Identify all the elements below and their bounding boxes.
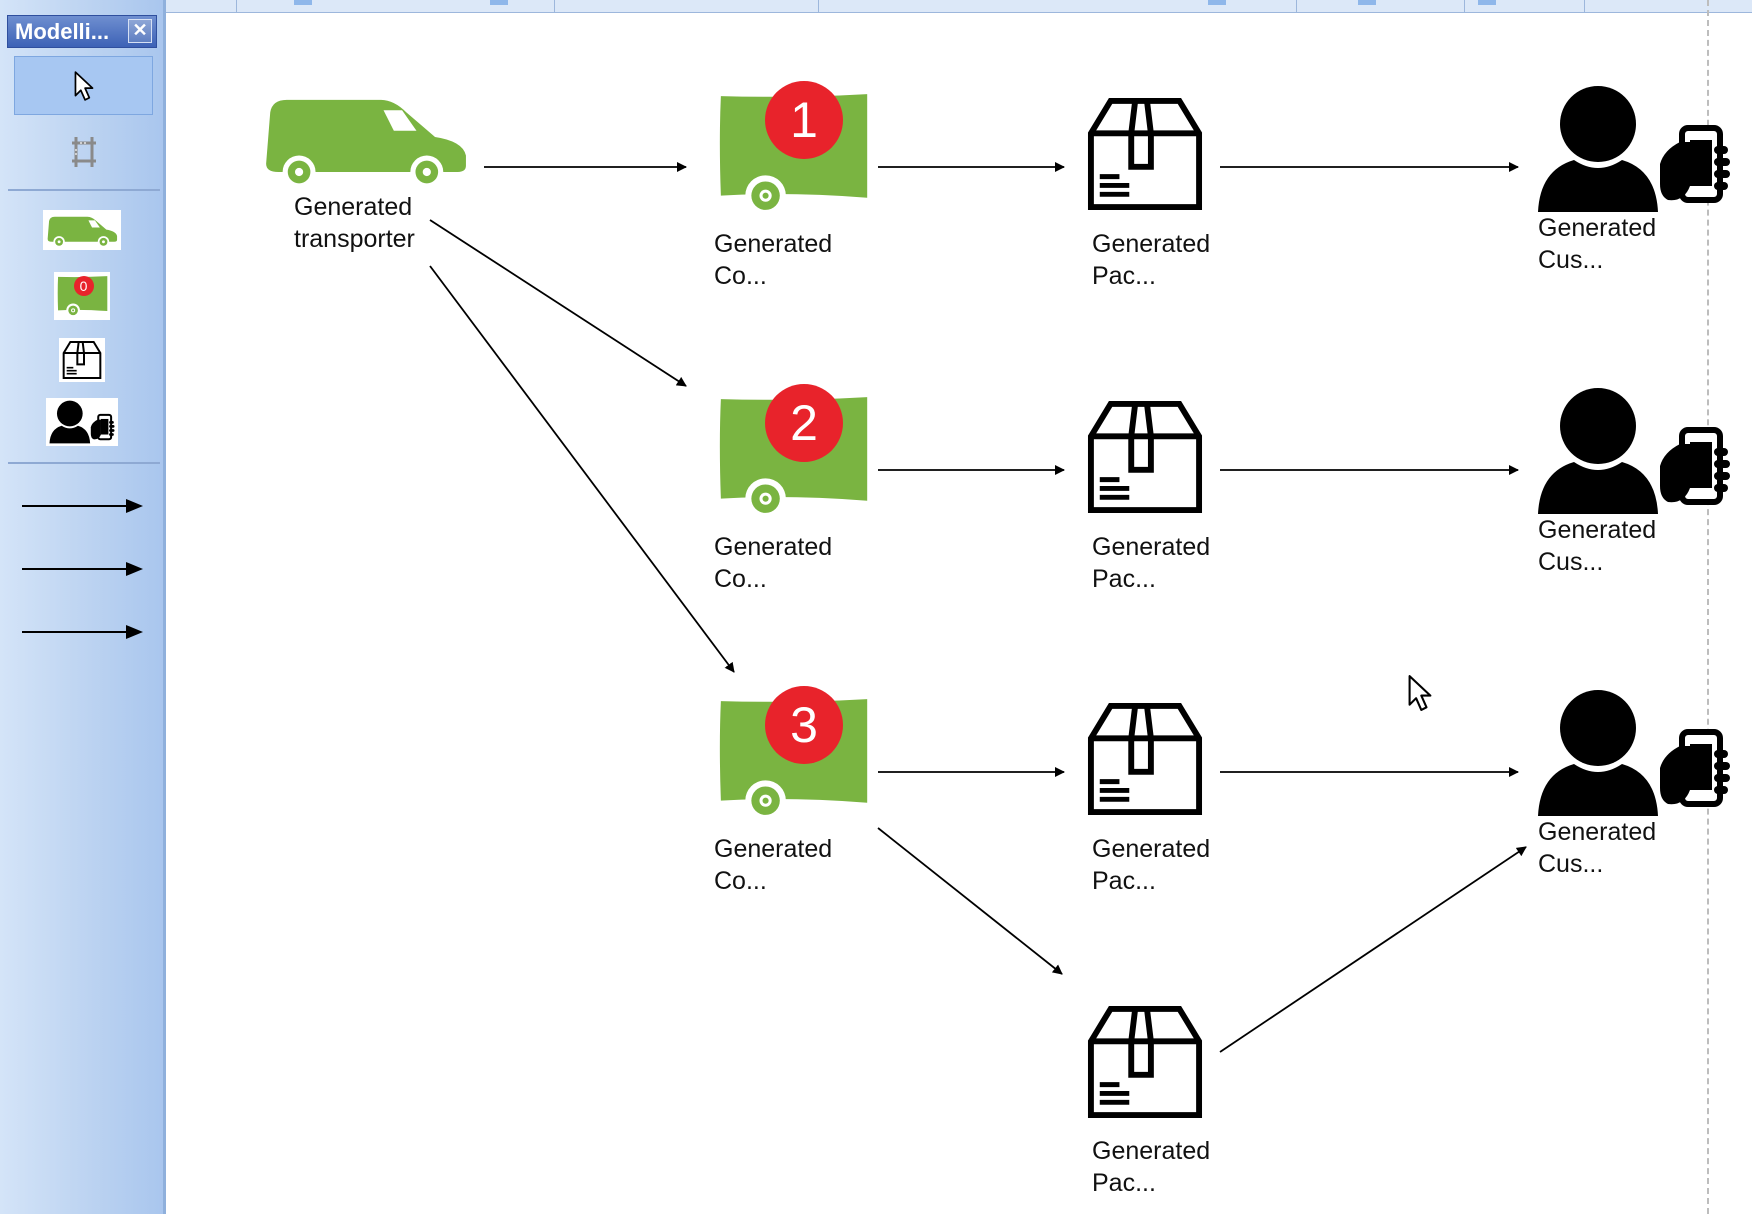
- package-icon: [1086, 399, 1204, 515]
- customer-shape[interactable]: [45, 398, 118, 446]
- edge-arrow[interactable]: [877, 827, 1063, 975]
- palette-separator: [8, 189, 160, 191]
- customer-icon: [1534, 386, 1734, 516]
- strip-tab[interactable]: [1208, 0, 1226, 5]
- edge-arrow[interactable]: [429, 219, 687, 387]
- strip-divider: [1464, 0, 1465, 12]
- transporter-icon: [262, 91, 468, 185]
- container-number-badge: 1: [765, 81, 843, 159]
- close-icon[interactable]: ✕: [128, 19, 152, 43]
- strip-divider: [236, 0, 237, 12]
- node-package-3[interactable]: [1086, 701, 1204, 817]
- strip-tab[interactable]: [490, 0, 508, 5]
- node-container-1[interactable]: 1: [714, 81, 870, 216]
- palette-separator: [8, 462, 160, 464]
- marquee-select-icon: [71, 136, 96, 167]
- node-customer-1[interactable]: [1534, 84, 1734, 214]
- container-shape[interactable]: 0: [53, 272, 110, 320]
- package-icon: [1086, 1004, 1204, 1120]
- strip-divider: [1584, 0, 1585, 12]
- edge-arrow[interactable]: [1219, 846, 1527, 1053]
- strip-tab[interactable]: [1358, 0, 1376, 5]
- strip-divider: [1296, 0, 1297, 12]
- marquee-select-tool-button[interactable]: [14, 122, 153, 181]
- customer-icon: [1534, 688, 1734, 818]
- palette-titlebar[interactable]: Modelli... ✕: [7, 15, 157, 48]
- connector-tool-3[interactable]: [22, 622, 144, 642]
- node-container-3[interactable]: 3: [714, 686, 870, 821]
- container-number-badge: 3: [765, 686, 843, 764]
- connector-tool-1[interactable]: [22, 496, 144, 516]
- edge-arrow[interactable]: [429, 265, 735, 673]
- container-badge: 0: [73, 276, 94, 296]
- node-customer-3[interactable]: [1534, 688, 1734, 818]
- modelling-palette: Modelli... ✕ 0: [0, 0, 166, 1214]
- node-package-1[interactable]: [1086, 96, 1204, 212]
- package-icon: [1086, 701, 1204, 817]
- package-icon: [1086, 96, 1204, 212]
- node-package-2[interactable]: [1086, 399, 1204, 515]
- node-customer-2[interactable]: [1534, 386, 1734, 516]
- node-transporter[interactable]: [262, 91, 468, 185]
- strip-divider: [554, 0, 555, 12]
- transporter-shape[interactable]: [42, 210, 121, 250]
- pointer-tool-button[interactable]: [14, 56, 153, 115]
- top-ruler-strip: [166, 0, 1752, 13]
- palette-title: Modelli...: [15, 19, 110, 44]
- package-shape[interactable]: [58, 338, 105, 382]
- strip-tab[interactable]: [1478, 0, 1496, 5]
- page-boundary-line: [1707, 0, 1709, 1214]
- container-number-badge: 2: [765, 384, 843, 462]
- strip-tab[interactable]: [294, 0, 312, 5]
- connector-tool-2[interactable]: [22, 559, 144, 579]
- node-package-4[interactable]: [1086, 1004, 1204, 1120]
- customer-icon: [1534, 84, 1734, 214]
- node-container-2[interactable]: 2: [714, 384, 870, 519]
- strip-divider: [818, 0, 819, 12]
- mouse-cursor-icon: [1407, 673, 1433, 713]
